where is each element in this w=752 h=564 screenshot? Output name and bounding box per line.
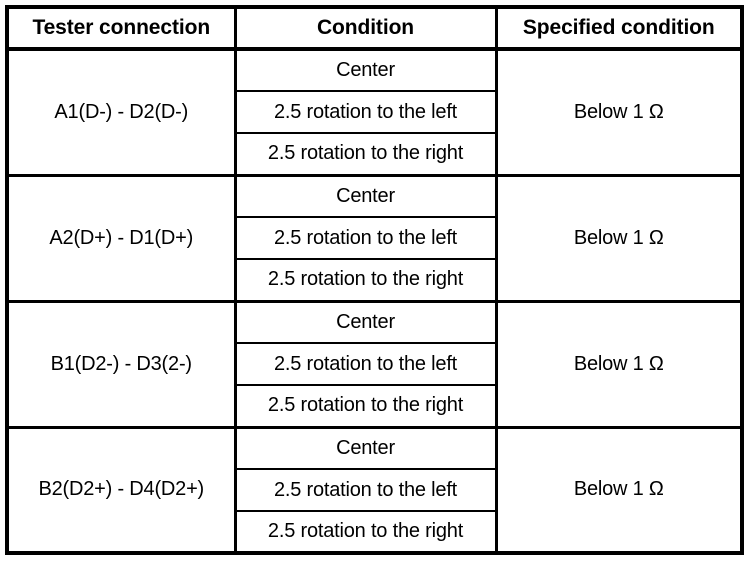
cell-condition-1-center: Center: [235, 49, 498, 91]
table-row: 2.5 rotation to the left: [7, 342, 742, 385]
table-header-row: Tester connection Condition Specified co…: [7, 7, 742, 51]
table-row: 2.5 rotation to the right: [7, 384, 742, 427]
column-header-specified-condition: Specified condition: [496, 7, 742, 51]
cell-condition-4-rotate-right: 2.5 rotation to the right: [235, 510, 498, 553]
table-row: 2.5 rotation to the left: [7, 90, 742, 133]
cell-condition-4-rotate-left: 2.5 rotation to the left: [235, 468, 498, 511]
cell-condition-3-rotate-right: 2.5 rotation to the right: [235, 384, 498, 427]
column-header-tester-connection: Tester connection: [7, 7, 237, 51]
cell-condition-2-rotate-right: 2.5 rotation to the right: [235, 258, 498, 301]
table-row: 2.5 rotation to the right: [7, 132, 742, 175]
cell-condition-3-rotate-left: 2.5 rotation to the left: [235, 342, 498, 385]
table-group-1: A1(D-) - D2(D-) Center Below 1 Ω 2.5 rot…: [7, 49, 742, 175]
cell-condition-2-rotate-left: 2.5 rotation to the left: [235, 216, 498, 259]
cell-specified-condition-3: Below 1 Ω: [496, 299, 742, 427]
table-header: Tester connection Condition Specified co…: [7, 7, 742, 51]
table-row: A1(D-) - D2(D-) Center Below 1 Ω: [7, 49, 742, 175]
cell-tester-connection-2: A2(D+) - D1(D+): [7, 173, 237, 301]
cell-condition-1-rotate-right: 2.5 rotation to the right: [235, 132, 498, 175]
cell-condition-2-center: Center: [235, 173, 498, 217]
table-row: 2.5 rotation to the right: [7, 258, 742, 301]
cell-condition-4-center: Center: [235, 425, 498, 469]
table-row: B2(D2+) - D4(D2+) Center Below 1 Ω: [7, 425, 742, 553]
table-row: 2.5 rotation to the right: [7, 510, 742, 553]
table-group-4: B2(D2+) - D4(D2+) Center Below 1 Ω 2.5 r…: [7, 425, 742, 553]
table-row: 2.5 rotation to the left: [7, 216, 742, 259]
table-row: A2(D+) - D1(D+) Center Below 1 Ω: [7, 173, 742, 301]
cell-tester-connection-4: B2(D2+) - D4(D2+): [7, 425, 237, 553]
inspection-table-container: Tester connection Condition Specified co…: [5, 5, 744, 555]
table-group-2: A2(D+) - D1(D+) Center Below 1 Ω 2.5 rot…: [7, 173, 742, 301]
column-header-condition: Condition: [235, 7, 498, 51]
table-group-3: B1(D2-) - D3(2-) Center Below 1 Ω 2.5 ro…: [7, 299, 742, 427]
cell-specified-condition-4: Below 1 Ω: [496, 425, 742, 553]
inspection-specification-table: Tester connection Condition Specified co…: [5, 5, 744, 555]
cell-tester-connection-3: B1(D2-) - D3(2-): [7, 299, 237, 427]
table-row: B1(D2-) - D3(2-) Center Below 1 Ω: [7, 299, 742, 427]
cell-tester-connection-1: A1(D-) - D2(D-): [7, 49, 237, 175]
table-row: 2.5 rotation to the left: [7, 468, 742, 511]
cell-condition-1-rotate-left: 2.5 rotation to the left: [235, 90, 498, 133]
cell-specified-condition-1: Below 1 Ω: [573, 100, 664, 123]
cell-specified-condition-2: Below 1 Ω: [496, 173, 742, 301]
cell-condition-3-center: Center: [235, 299, 498, 343]
